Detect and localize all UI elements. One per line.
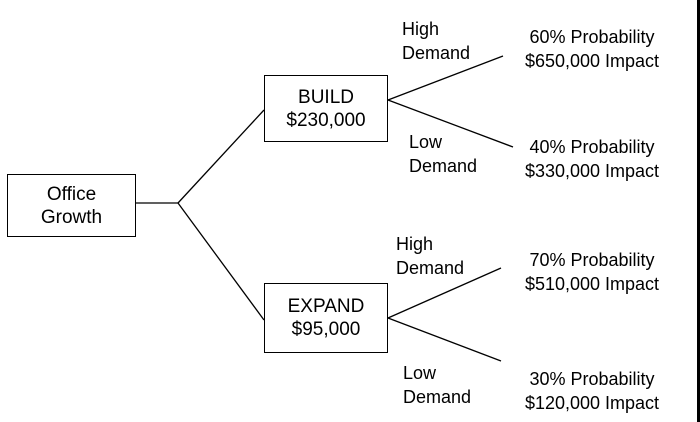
expand-option-name: EXPAND: [287, 296, 365, 317]
outcome-probability: 30% Probability: [529, 369, 655, 389]
expand-high-outcome: 70% Probability $510,000 Impact: [517, 248, 667, 296]
branch-label-line1: Low: [409, 132, 443, 152]
edge-root-to-expand: [177, 202, 265, 321]
outcome-impact: $330,000 Impact: [524, 161, 660, 181]
outcome-impact: $510,000 Impact: [524, 274, 660, 294]
edge-expand-low: [387, 317, 502, 362]
expand-low-outcome: 30% Probability $120,000 Impact: [517, 367, 667, 415]
edge-root-to-build: [177, 109, 265, 204]
branch-label-line2: Demand: [403, 387, 472, 407]
outcome-impact: $120,000 Impact: [524, 393, 660, 413]
root-label-line1: Office: [46, 183, 97, 205]
build-low-outcome: 40% Probability $330,000 Impact: [517, 135, 667, 183]
expand-option-node: EXPAND $95,000: [264, 283, 388, 353]
right-edge-border: [697, 0, 700, 422]
branch-label-line1: High: [396, 234, 434, 254]
branch-label-line1: High: [402, 19, 440, 39]
outcome-impact: $650,000 Impact: [524, 51, 660, 71]
expand-low-demand-label: Low Demand: [403, 361, 471, 409]
expand-option-cost: $95,000: [291, 319, 361, 340]
build-high-demand-label: High Demand: [402, 17, 470, 65]
root-node: Office Growth: [7, 174, 136, 237]
edge-build-low: [387, 99, 514, 148]
build-option-node: BUILD $230,000: [264, 75, 388, 142]
build-low-demand-label: Low Demand: [409, 130, 477, 178]
expand-high-demand-label: High Demand: [396, 232, 464, 280]
build-option-name: BUILD: [298, 86, 354, 108]
edge-expand-high: [387, 267, 502, 319]
branch-label-line2: Demand: [396, 258, 465, 278]
outcome-probability: 60% Probability: [529, 27, 655, 47]
build-high-outcome: 60% Probability $650,000 Impact: [517, 25, 667, 73]
branch-label-line1: Low: [403, 363, 437, 383]
branch-label-line2: Demand: [409, 156, 478, 176]
outcome-probability: 70% Probability: [529, 250, 655, 270]
edge-build-high: [387, 55, 504, 101]
build-option-cost: $230,000: [286, 109, 366, 131]
outcome-probability: 40% Probability: [529, 137, 655, 157]
branch-label-line2: Demand: [402, 43, 471, 63]
root-label-line2: Growth: [40, 206, 103, 228]
